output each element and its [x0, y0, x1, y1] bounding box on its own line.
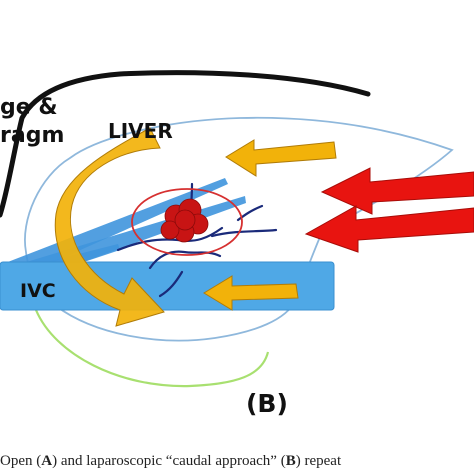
figure-caption: Open (A) and laparoscopic “caudal approa…: [0, 448, 474, 474]
dark-vessel-4: [210, 228, 278, 238]
caption-post: ) repeat: [295, 453, 342, 469]
caption-a: A: [41, 453, 53, 469]
caption-mid: ) and laparoscopic “caudal approach” (: [52, 453, 286, 469]
dark-vessel-5: [158, 270, 184, 298]
caudate-lobe-outline: [34, 309, 270, 388]
tumor-margin-ring: [131, 188, 243, 256]
liver-label: LIVER: [108, 119, 173, 143]
yellow-arrow-upper: [225, 139, 337, 177]
diaphragm-label-line2: ragm: [0, 123, 64, 148]
ivc-label: IVC: [20, 280, 56, 302]
tumor: [160, 198, 209, 243]
caudal-curved-arrow: [54, 127, 165, 327]
yellow-arrow-lower: [203, 275, 299, 311]
caption-pre: Open (: [0, 453, 42, 469]
caption-b: B: [285, 453, 296, 469]
red-arrow-lower: [304, 205, 474, 253]
dark-vessel-6: [236, 204, 264, 222]
panel-label: (B): [246, 389, 288, 418]
red-arrow-upper: [320, 167, 474, 215]
diaphragm-label-line1: ge &: [0, 95, 58, 120]
diaphragm-outline: [0, 70, 371, 218]
